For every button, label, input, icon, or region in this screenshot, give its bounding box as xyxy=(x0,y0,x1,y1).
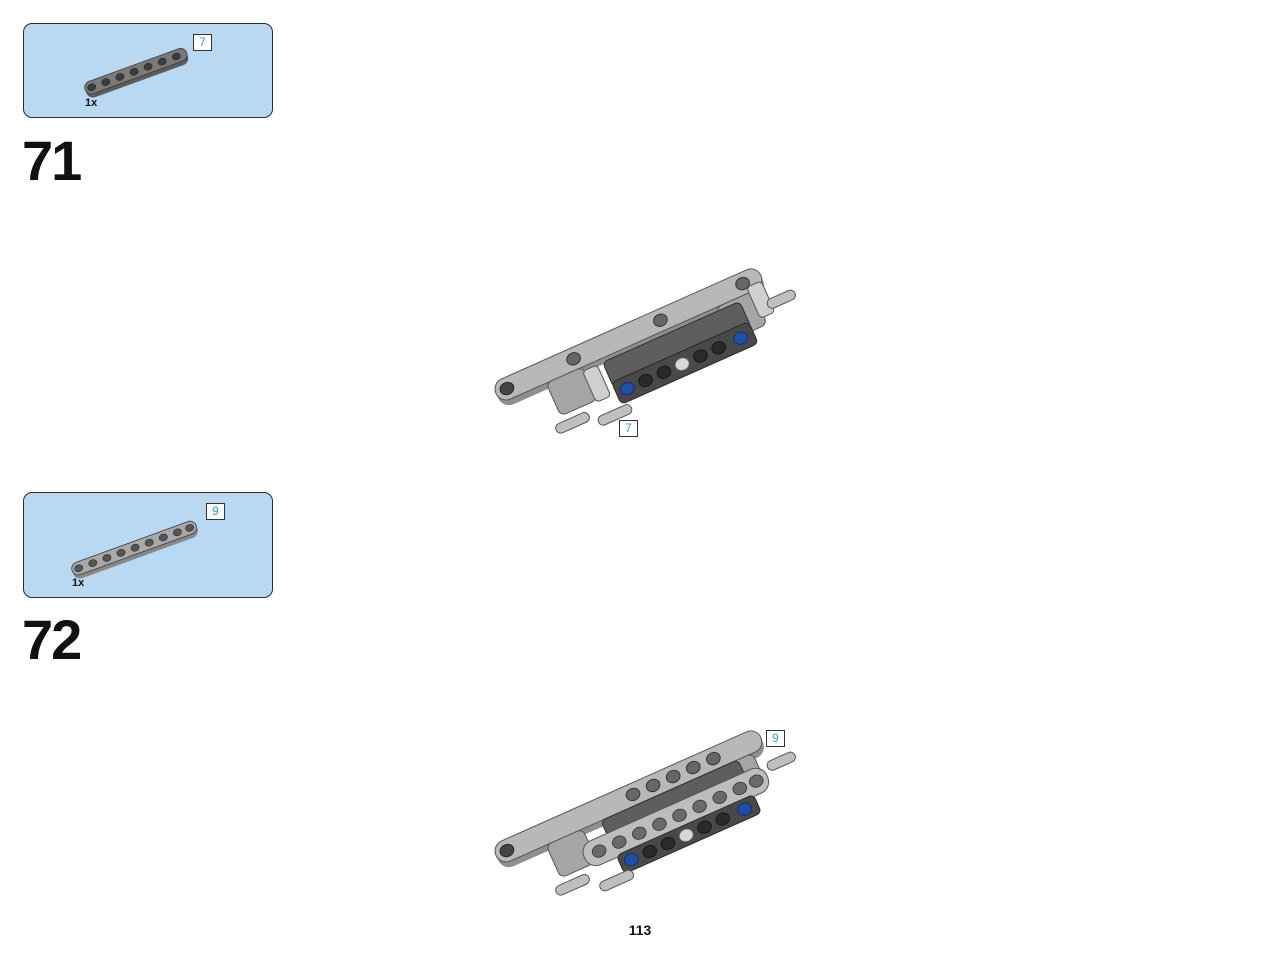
beam-9-icon xyxy=(71,520,198,579)
callout-length-label: 7 xyxy=(619,420,638,437)
beam-7-icon xyxy=(84,48,189,98)
step-number-71: 71 xyxy=(22,129,82,192)
page-number: 113 xyxy=(628,922,652,938)
step-number-72: 72 xyxy=(22,608,82,671)
assembly-model-step-71 xyxy=(494,268,796,434)
callout-length-label: 9 xyxy=(766,730,785,747)
beam-length-label: 9 xyxy=(206,503,225,520)
assembly-model-step-72 xyxy=(494,730,796,896)
parts-list-box-step-72: 1x 9 xyxy=(23,492,273,598)
part-quantity: 1x xyxy=(85,97,98,109)
beam-length-label: 7 xyxy=(193,34,212,51)
part-quantity: 1x xyxy=(72,577,85,589)
parts-list-box-step-71: 1x 7 xyxy=(23,23,273,118)
